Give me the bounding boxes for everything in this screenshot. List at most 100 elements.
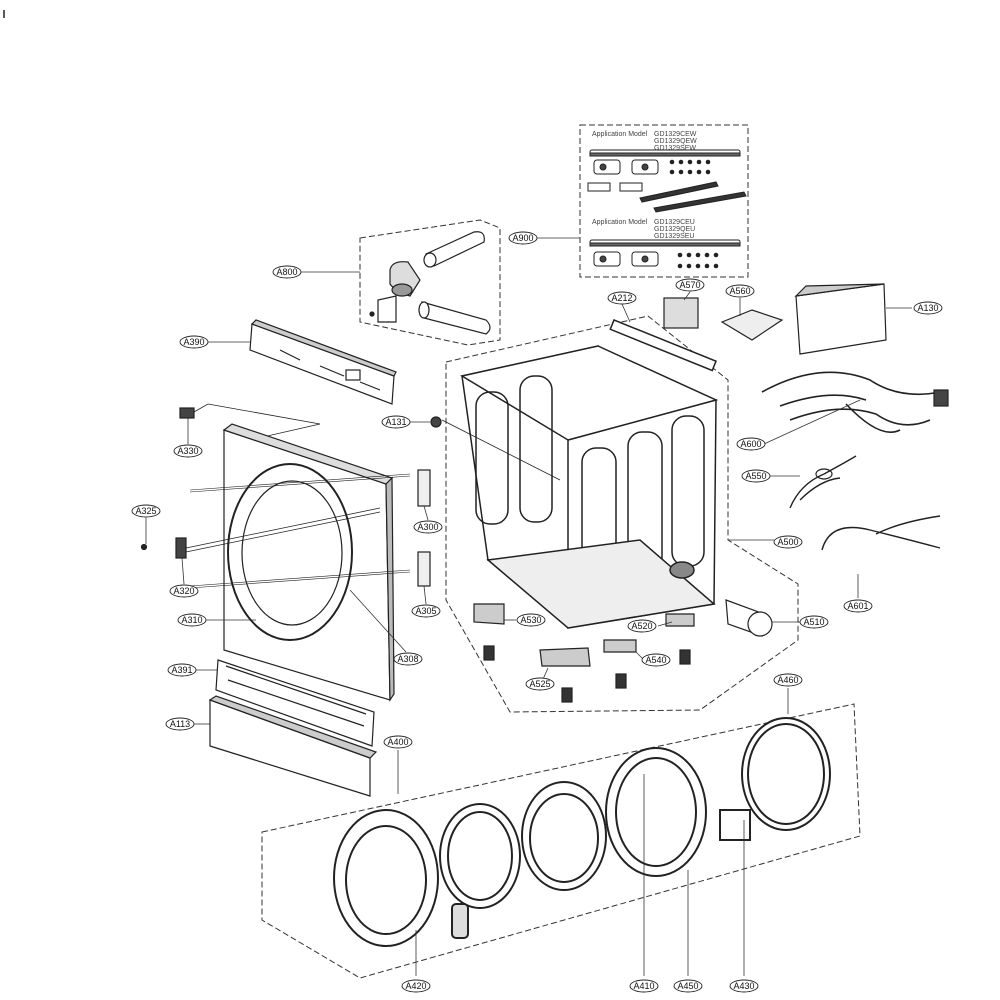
part-label-text: A510 xyxy=(803,617,824,627)
feet xyxy=(483,645,691,703)
application-model-box: Application Model GD1329CEW GD1329QEW GD… xyxy=(587,131,747,269)
part-label-oval xyxy=(179,335,209,349)
application-model-1c: GD1329SEW xyxy=(654,145,696,152)
part-label-text: A430 xyxy=(733,981,754,991)
part-label-oval xyxy=(165,717,195,731)
application-model-1a: GD1329CEW xyxy=(654,131,697,138)
group-boundaries xyxy=(261,124,861,979)
lower-panel xyxy=(208,659,378,797)
part-label-a450: A450 xyxy=(673,979,703,993)
part-label-text: A320 xyxy=(173,586,194,596)
part-label-text: A800 xyxy=(276,267,297,277)
part-label-a391: A391 xyxy=(167,663,197,677)
duct-kit xyxy=(369,231,491,335)
part-label-a330: A330 xyxy=(173,444,203,458)
panel-bracket-part xyxy=(663,297,699,329)
part-label-oval xyxy=(773,673,803,687)
parts-drawings xyxy=(140,231,949,947)
kit-parts-2 xyxy=(589,239,741,269)
part-label-text: A500 xyxy=(777,537,798,547)
part-label-oval xyxy=(383,735,413,749)
part-label-text: A530 xyxy=(520,615,541,625)
part-label-text: A330 xyxy=(177,446,198,456)
part-label-oval xyxy=(729,979,759,993)
part-label-text: A390 xyxy=(183,337,204,347)
part-label-text: A391 xyxy=(171,665,192,675)
part-label-oval xyxy=(272,265,302,279)
part-label-a601: A601 xyxy=(843,599,873,613)
part-label-text: A450 xyxy=(677,981,698,991)
part-label-text: A570 xyxy=(679,280,700,290)
part-label-a325: A325 xyxy=(131,504,161,518)
part-label-a530: A530 xyxy=(516,613,546,627)
part-label-text: A410 xyxy=(633,981,654,991)
part-label-a525: A525 xyxy=(525,677,555,691)
part-label-a113: A113 xyxy=(165,717,195,731)
part-label-oval xyxy=(627,619,657,633)
part-label-oval xyxy=(411,604,441,618)
part-label-text: A305 xyxy=(415,606,436,616)
part-label-oval xyxy=(169,584,199,598)
application-model-2a: GD1329CEU xyxy=(654,219,695,226)
part-label-text: A308 xyxy=(397,654,418,664)
part-label-a900: A900 xyxy=(508,231,538,245)
part-label-oval xyxy=(413,520,443,534)
part-label-oval xyxy=(607,291,637,305)
part-label-a131: A131 xyxy=(381,415,411,429)
part-label-text: A600 xyxy=(740,439,761,449)
part-label-text: A400 xyxy=(387,737,408,747)
part-label-oval xyxy=(173,444,203,458)
part-label-oval xyxy=(393,652,423,666)
part-label-a520: A520 xyxy=(627,619,657,633)
application-text-group-2: Application Model GD1329CEU GD1329QEU GD… xyxy=(592,219,695,240)
part-label-a310: A310 xyxy=(177,613,207,627)
part-label-a550: A550 xyxy=(741,469,771,483)
part-label-a460: A460 xyxy=(773,673,803,687)
part-label-oval xyxy=(525,677,555,691)
application-model-1b: GD1329QEW xyxy=(654,138,697,145)
part-label-text: A212 xyxy=(611,293,632,303)
part-label-a212: A212 xyxy=(607,291,637,305)
part-label-text: A460 xyxy=(777,675,798,685)
part-label-oval xyxy=(516,613,546,627)
application-heading-1: Application Model xyxy=(592,131,648,138)
part-label-a500: A500 xyxy=(773,535,803,549)
part-label-oval xyxy=(508,231,538,245)
part-label-text: A300 xyxy=(417,522,438,532)
part-label-oval xyxy=(799,615,829,629)
part-label-a420: A420 xyxy=(401,979,431,993)
part-label-a800: A800 xyxy=(272,265,302,279)
application-text-group-1: Application Model GD1329CEW GD1329QEW GD… xyxy=(592,131,697,152)
part-label-oval xyxy=(843,599,873,613)
part-label-text: A325 xyxy=(135,506,156,516)
part-label-oval xyxy=(177,613,207,627)
part-label-a430: A430 xyxy=(729,979,759,993)
application-heading-2: Application Model xyxy=(592,219,648,226)
part-label-a510: A510 xyxy=(799,615,829,629)
part-label-oval xyxy=(725,284,755,298)
part-label-a390: A390 xyxy=(179,335,209,349)
part-label-a308: A308 xyxy=(393,652,423,666)
part-label-oval xyxy=(675,278,705,292)
part-label-a300: A300 xyxy=(413,520,443,534)
front-panel xyxy=(140,423,431,702)
part-label-text: A131 xyxy=(385,417,406,427)
part-label-oval xyxy=(741,469,771,483)
door-rings xyxy=(333,717,831,947)
part-label-oval xyxy=(381,415,411,429)
cabinet xyxy=(460,319,719,629)
part-label-oval xyxy=(673,979,703,993)
part-label-oval xyxy=(773,535,803,549)
part-label-text: A113 xyxy=(170,719,190,729)
part-label-a540: A540 xyxy=(641,653,671,667)
part-label-a560: A560 xyxy=(725,284,755,298)
part-label-text: A310 xyxy=(181,615,202,625)
part-label-oval xyxy=(629,979,659,993)
rear-rail xyxy=(249,319,397,405)
part-label-oval xyxy=(736,437,766,451)
part-label-text: A525 xyxy=(529,679,550,689)
part-label-text: A130 xyxy=(917,303,938,313)
door-switch-part xyxy=(179,407,195,419)
